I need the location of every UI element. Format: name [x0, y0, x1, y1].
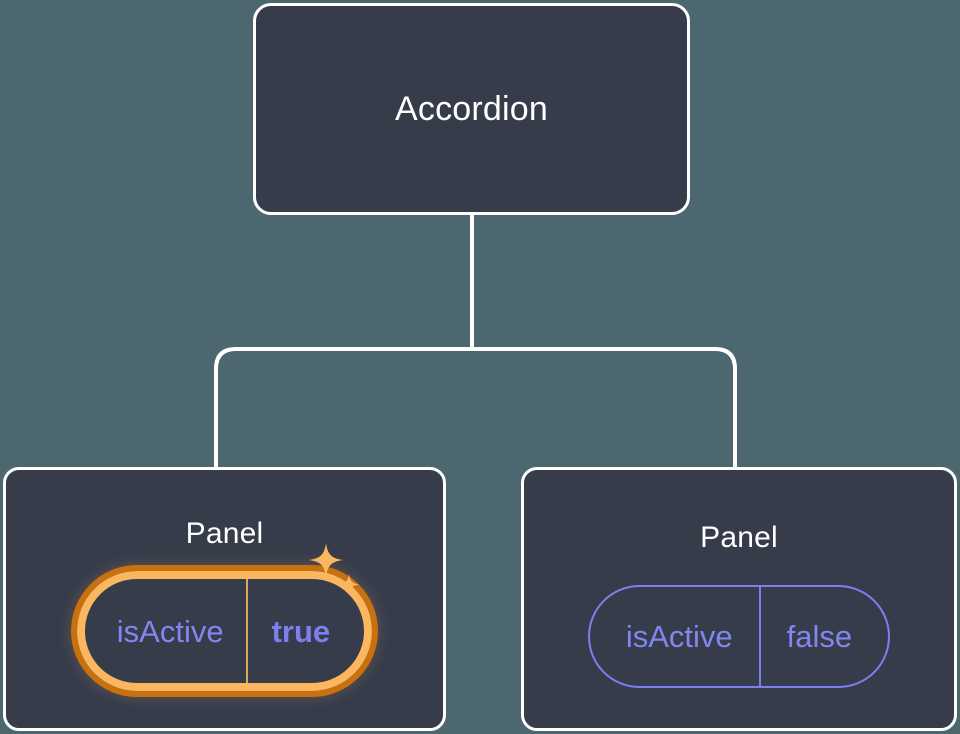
connector-branch-left — [214, 347, 472, 470]
prop-key: isActive — [625, 619, 733, 654]
sparkle-large-icon — [309, 543, 344, 577]
node-accordion-title: Accordion — [395, 90, 548, 128]
prop-value: false — [758, 587, 888, 686]
node-panel-inactive[interactable]: Panel isActive false — [521, 467, 957, 731]
prop-key: isActive — [116, 613, 224, 649]
node-panel-active[interactable]: Panel isActive true — [3, 467, 446, 731]
connector-branch-right — [472, 347, 737, 470]
node-panel-inactive-title: Panel — [700, 521, 778, 554]
node-accordion[interactable]: Accordion — [253, 3, 690, 215]
node-panel-active-title: Panel — [185, 517, 264, 550]
prop-pill-isactive-false[interactable]: isActive false — [587, 585, 891, 688]
prop-pill-isactive-true[interactable]: isActive true — [70, 543, 379, 697]
prop-value: true — [245, 579, 365, 683]
